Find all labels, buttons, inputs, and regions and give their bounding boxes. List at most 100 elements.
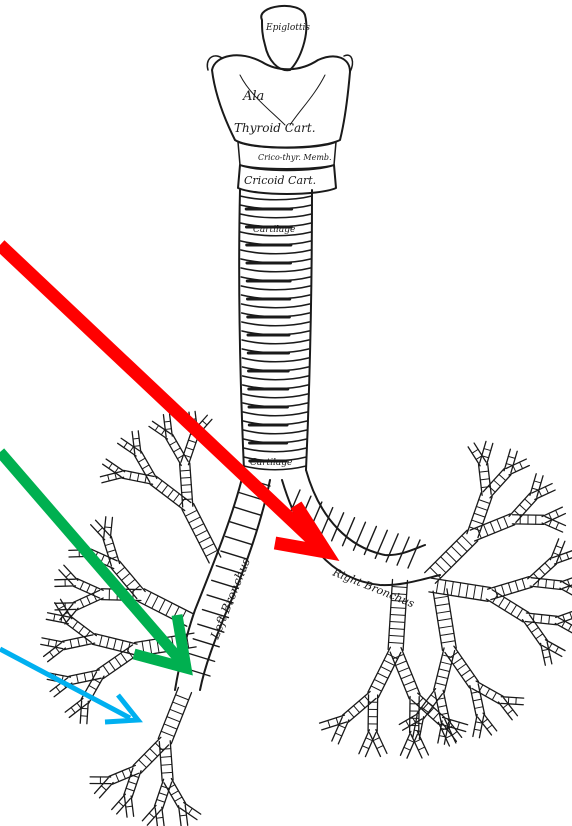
branch-ring bbox=[121, 653, 127, 662]
branch-ring bbox=[513, 465, 516, 471]
right-bronchus-ring bbox=[408, 540, 420, 568]
branch-ring bbox=[156, 481, 162, 489]
branch-ring bbox=[113, 639, 116, 650]
branch-ring bbox=[189, 517, 201, 523]
branch-ring bbox=[192, 524, 204, 530]
branch-ring bbox=[437, 676, 448, 679]
branch-ring bbox=[444, 580, 446, 594]
branch-tube bbox=[468, 443, 486, 466]
branch-ring bbox=[144, 754, 152, 762]
branch-ring bbox=[556, 510, 559, 516]
branch-ring bbox=[504, 517, 508, 528]
branch-ring bbox=[124, 442, 127, 447]
branch-ring bbox=[473, 585, 475, 599]
branch-ring bbox=[439, 669, 450, 672]
branch-ring bbox=[439, 626, 453, 628]
branch-ring bbox=[174, 448, 181, 452]
branch-ring bbox=[381, 667, 391, 672]
branch-ring bbox=[508, 710, 513, 714]
branch-ring bbox=[446, 551, 457, 562]
branch-ring bbox=[188, 440, 195, 443]
branch-ring bbox=[149, 813, 154, 817]
branch-ring bbox=[339, 725, 346, 728]
branch-ring bbox=[181, 485, 191, 486]
branch-ring bbox=[542, 649, 548, 650]
branch-tube bbox=[400, 731, 417, 758]
branch-ring bbox=[103, 665, 109, 674]
trachea-ring bbox=[242, 340, 309, 344]
branch-ring bbox=[202, 421, 207, 425]
branch-ring bbox=[404, 681, 415, 685]
branch-ring bbox=[109, 463, 112, 468]
branch-ring bbox=[503, 704, 508, 708]
branch-ring bbox=[77, 703, 81, 708]
branch-ring bbox=[162, 772, 173, 773]
branch-ring bbox=[434, 596, 448, 598]
branch-ring bbox=[559, 555, 561, 561]
branch-ring bbox=[390, 614, 405, 615]
branch-ring bbox=[384, 660, 394, 665]
right-bronchus-ring bbox=[386, 534, 398, 562]
branch-ring bbox=[115, 657, 121, 666]
label-cricothyroid-membrane: Crico-thyr. Memb. bbox=[258, 153, 332, 162]
label-cartilage-lower: Cartilage bbox=[250, 458, 292, 468]
branch-ring bbox=[520, 505, 527, 511]
branch-ring bbox=[472, 520, 483, 524]
branch-ring bbox=[61, 616, 62, 623]
branch-ring bbox=[484, 449, 491, 451]
branch-ring bbox=[106, 637, 109, 648]
trachea-ring bbox=[240, 214, 311, 218]
branch-ring bbox=[378, 673, 388, 678]
branch-ring bbox=[534, 481, 541, 483]
branch-ring bbox=[159, 599, 165, 611]
branch-ring bbox=[398, 668, 409, 672]
branch-ring bbox=[173, 702, 186, 707]
branch-ring bbox=[497, 519, 501, 530]
branch-ring bbox=[119, 802, 124, 806]
branch-tube bbox=[103, 459, 125, 477]
branch-ring bbox=[487, 725, 492, 729]
branch-ring bbox=[566, 553, 568, 559]
branch-ring bbox=[401, 674, 412, 678]
branch-ring bbox=[435, 562, 446, 573]
trachea-ring bbox=[242, 304, 310, 308]
branch-ring bbox=[181, 477, 191, 478]
branch-ring bbox=[474, 513, 485, 517]
branch-ring bbox=[433, 713, 439, 720]
branch-ring bbox=[362, 746, 369, 749]
branch-ring bbox=[127, 579, 135, 586]
branch-ring bbox=[196, 530, 208, 536]
branch-ring bbox=[98, 528, 103, 533]
branch-ring bbox=[137, 473, 139, 481]
branch-ring bbox=[73, 622, 78, 629]
branch-ring bbox=[404, 747, 411, 750]
branch-ring bbox=[105, 543, 113, 546]
branch-ring bbox=[545, 487, 548, 493]
branch-tube bbox=[550, 539, 564, 562]
branch-ring bbox=[48, 639, 49, 646]
branch-ring bbox=[142, 465, 149, 469]
branch-ring bbox=[54, 614, 55, 621]
branch-ring bbox=[107, 550, 115, 553]
branch-ring bbox=[161, 430, 164, 435]
branch-ring bbox=[438, 706, 446, 708]
branch-tube bbox=[532, 484, 555, 500]
branch-ring bbox=[152, 596, 158, 608]
branch-ring bbox=[165, 429, 171, 430]
branch-ring bbox=[108, 475, 110, 481]
branch-ring bbox=[549, 615, 550, 623]
branch-ring bbox=[396, 661, 407, 665]
branch-ring bbox=[171, 791, 178, 795]
trachea-ring bbox=[243, 412, 307, 416]
branch-tube bbox=[158, 687, 191, 743]
branch-ring bbox=[162, 485, 168, 493]
branch-tube bbox=[504, 449, 517, 472]
branch-ring bbox=[492, 692, 496, 699]
branch-ring bbox=[170, 441, 177, 445]
branch-ring bbox=[480, 479, 489, 480]
label-epiglottis: Epiglottis bbox=[265, 23, 310, 33]
branch-ring bbox=[182, 492, 192, 493]
branch-ring bbox=[435, 604, 449, 606]
branch-ring bbox=[377, 746, 383, 749]
branch-ring bbox=[180, 470, 190, 471]
